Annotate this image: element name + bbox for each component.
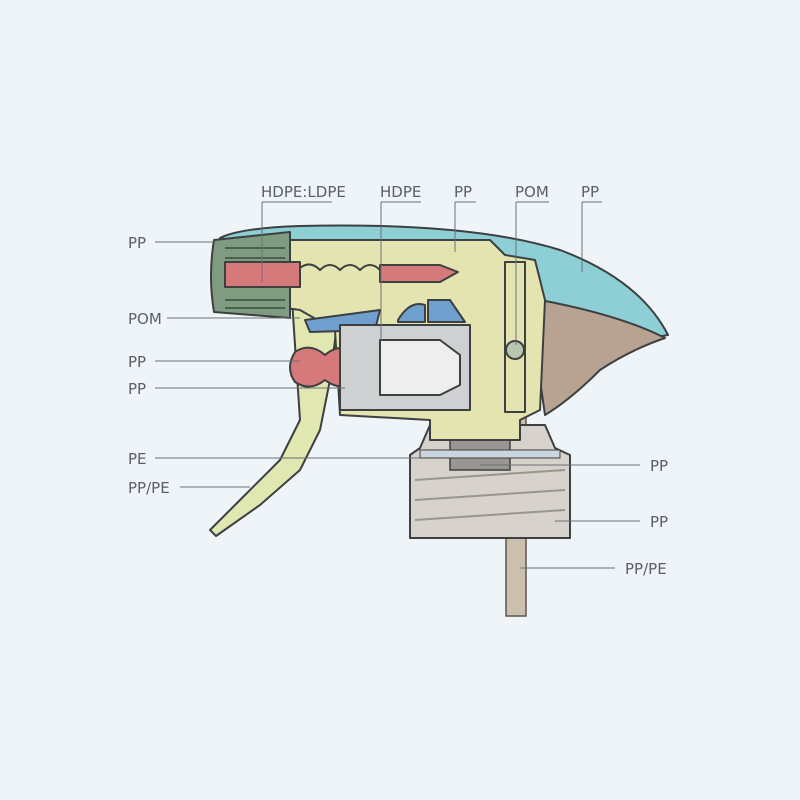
blue-seal-right bbox=[427, 299, 466, 323]
trigger bbox=[209, 299, 341, 537]
blue-seal-mid bbox=[397, 303, 426, 323]
label-left-pp-3: PP bbox=[128, 380, 146, 398]
check-ball bbox=[505, 340, 525, 360]
piston-cup bbox=[379, 339, 461, 396]
valve-stem bbox=[379, 264, 459, 283]
label-left-pp-pe: PP/PE bbox=[128, 479, 170, 497]
label-top-hdpe: HDPE bbox=[380, 183, 421, 201]
label-right-pp-pe: PP/PE bbox=[625, 560, 667, 578]
label-right-pp-1: PP bbox=[650, 457, 668, 475]
seal-ring bbox=[419, 449, 561, 459]
shroud-inner bbox=[539, 299, 666, 416]
label-left-pe: PE bbox=[128, 450, 147, 468]
label-left-pom: POM bbox=[128, 310, 162, 328]
label-top-pp-1: PP bbox=[454, 183, 472, 201]
label-top-pom: POM bbox=[515, 183, 549, 201]
label-right-pp-2: PP bbox=[650, 513, 668, 531]
label-left-pp-2: PP bbox=[128, 353, 146, 371]
label-left-pp-1: PP bbox=[128, 234, 146, 252]
label-top-pp-2: PP bbox=[581, 183, 599, 201]
pom-valve bbox=[504, 261, 526, 413]
label-top-hdpe-ldpe: HDPE:LDPE bbox=[261, 183, 346, 201]
leader-lines bbox=[155, 201, 640, 569]
